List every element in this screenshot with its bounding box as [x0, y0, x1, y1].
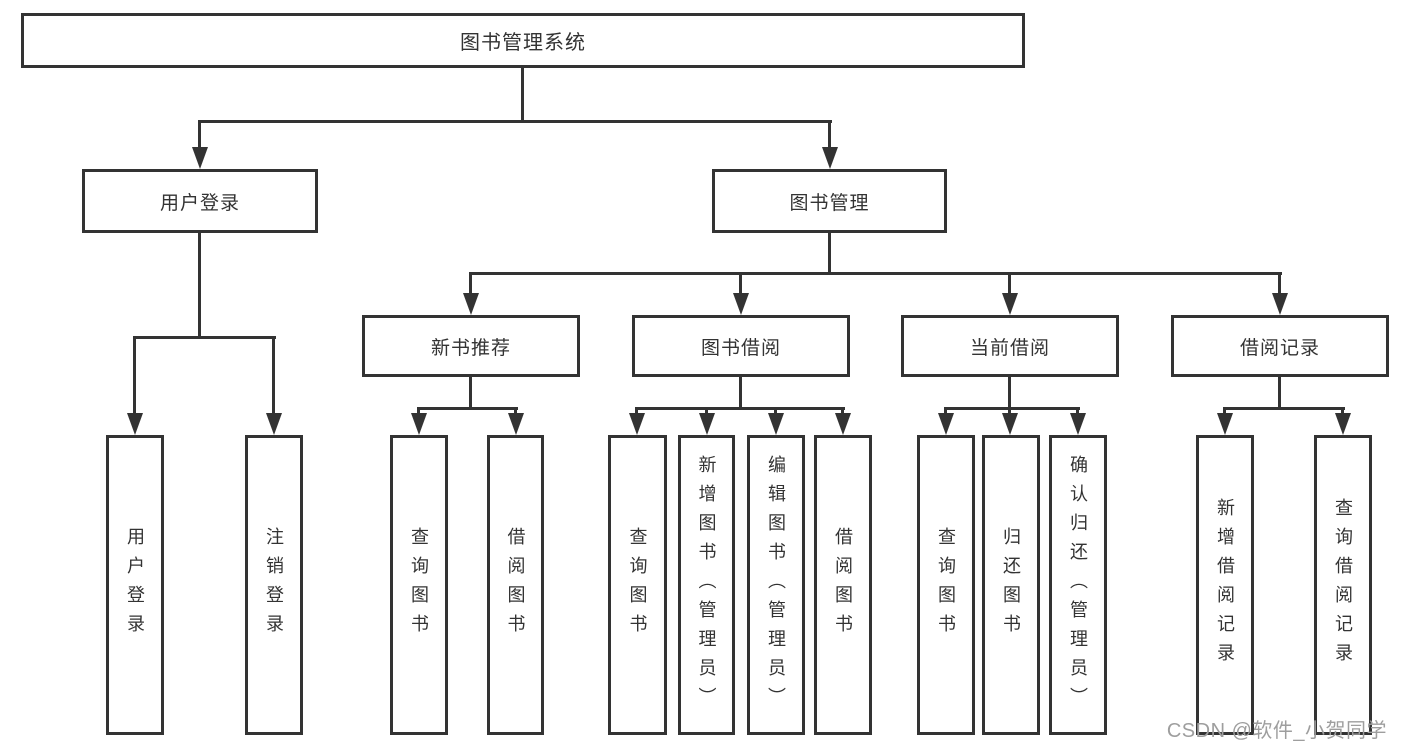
arrow-down-icon	[835, 413, 851, 435]
node-book-management: 图书管理	[712, 169, 947, 233]
arrow-down-icon	[1335, 413, 1351, 435]
node-library-management-system: 图书管理系统	[21, 13, 1025, 68]
connector-line	[828, 120, 831, 150]
arrow-down-icon	[938, 413, 954, 435]
node-label: 确认归还（管理员）	[1068, 454, 1088, 716]
connector-line	[469, 272, 1282, 275]
connector-line	[945, 407, 1080, 410]
connector-line	[705, 407, 708, 416]
connector-line	[774, 407, 777, 416]
leaf-user-login: 用户登录	[106, 435, 164, 735]
node-label: 查询图书	[627, 527, 648, 643]
leaf-query-books-borrowing: 查询图书	[608, 435, 667, 735]
arrow-down-icon	[1272, 293, 1288, 315]
arrow-down-icon	[822, 147, 838, 169]
node-label: 新书推荐	[430, 337, 511, 359]
leaf-query-books-recommend: 查询图书	[390, 435, 448, 735]
node-label: 用户登录	[159, 192, 240, 214]
connector-line	[635, 407, 638, 416]
connector-line	[134, 336, 276, 339]
arrow-down-icon	[629, 413, 645, 435]
leaf-return-books: 归还图书	[982, 435, 1040, 735]
connector-line	[521, 68, 524, 123]
arrow-down-icon	[1217, 413, 1233, 435]
arrow-down-icon	[266, 413, 282, 435]
leaf-add-borrow-record: 新增借阅记录	[1196, 435, 1254, 735]
leaf-query-borrow-record: 查询借阅记录	[1314, 435, 1372, 735]
connector-line	[198, 233, 201, 339]
leaf-confirm-return-admin: 确认归还（管理员）	[1049, 435, 1107, 735]
connector-line	[636, 407, 845, 410]
connector-line	[739, 272, 742, 296]
arrow-down-icon	[411, 413, 427, 435]
connector-line	[841, 407, 844, 416]
connector-line	[1008, 407, 1011, 416]
node-label: 新增图书（管理员）	[696, 454, 717, 716]
leaf-edit-book-admin: 编辑图书（管理员）	[747, 435, 805, 735]
node-label: 用户登录	[125, 527, 145, 643]
connector-line	[417, 407, 420, 416]
arrow-down-icon	[192, 147, 208, 169]
node-label: 查询借阅记录	[1333, 498, 1353, 672]
connector-line	[1076, 407, 1079, 416]
connector-line	[133, 336, 136, 416]
connector-line	[1008, 272, 1011, 296]
leaf-logout: 注销登录	[245, 435, 303, 735]
connector-line	[1278, 377, 1281, 410]
arrow-down-icon	[1002, 293, 1018, 315]
connector-line	[469, 377, 472, 410]
node-borrowing-records: 借阅记录	[1171, 315, 1389, 377]
node-label: 借阅图书	[505, 527, 526, 643]
connector-line	[1008, 377, 1011, 410]
arrow-down-icon	[127, 413, 143, 435]
leaf-query-books-current: 查询图书	[917, 435, 975, 735]
node-label: 查询图书	[936, 527, 956, 643]
arrow-down-icon	[699, 413, 715, 435]
node-label: 借阅图书	[833, 527, 853, 643]
node-current-borrowing: 当前借阅	[901, 315, 1119, 377]
node-user-login: 用户登录	[82, 169, 318, 233]
connector-line	[828, 233, 831, 275]
arrow-down-icon	[1002, 413, 1018, 435]
leaf-borrow-books-borrowing: 借阅图书	[814, 435, 872, 735]
connector-line	[739, 377, 742, 410]
node-label: 图书管理	[789, 192, 870, 214]
connector-line	[1341, 407, 1344, 416]
node-label: 图书管理系统	[460, 32, 586, 54]
node-label: 归还图书	[1001, 527, 1021, 643]
node-book-borrowing: 图书借阅	[632, 315, 850, 377]
leaf-add-book-admin: 新增图书（管理员）	[678, 435, 735, 735]
connector-line	[272, 336, 275, 416]
node-label: 查询图书	[409, 527, 429, 643]
connector-line	[514, 407, 517, 416]
arrow-down-icon	[1070, 413, 1086, 435]
connector-line	[199, 120, 832, 123]
connector-line	[1223, 407, 1226, 416]
connector-line	[1224, 407, 1345, 410]
node-label: 借阅记录	[1239, 337, 1320, 359]
connector-line	[944, 407, 947, 416]
connector-line	[418, 407, 518, 410]
node-label: 图书借阅	[700, 337, 781, 359]
connector-line	[1278, 272, 1281, 296]
node-label: 当前借阅	[969, 337, 1050, 359]
connector-line	[198, 120, 201, 150]
node-label: 注销登录	[264, 527, 284, 643]
arrow-down-icon	[508, 413, 524, 435]
node-new-book-recommendation: 新书推荐	[362, 315, 580, 377]
arrow-down-icon	[733, 293, 749, 315]
csdn-watermark: CSDN @软件_小贺同学	[1166, 720, 1387, 742]
node-label: 新增借阅记录	[1215, 498, 1235, 672]
node-label: 编辑图书（管理员）	[766, 454, 786, 716]
connector-line	[469, 272, 472, 296]
arrow-down-icon	[768, 413, 784, 435]
arrow-down-icon	[463, 293, 479, 315]
leaf-borrow-books-recommend: 借阅图书	[487, 435, 544, 735]
